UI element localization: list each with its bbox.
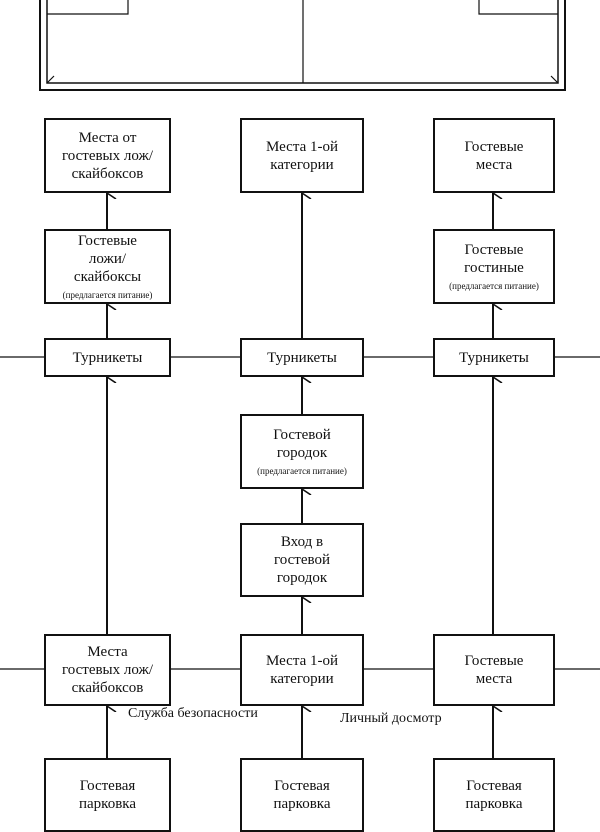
box-turnstile-2: Турникеты (240, 338, 364, 377)
box-text: Места гостевых лож/ скайбоксов (61, 644, 154, 696)
box-lounges: Гостевые гостиные (предлагается питание) (433, 229, 555, 304)
stadium-frame (39, 0, 566, 91)
box-village-entry: Вход в гостевой городок (240, 523, 364, 597)
box-subtext: (предлагается питание) (62, 290, 153, 301)
box-text: Вход в гостевой городок (273, 534, 331, 586)
box-text: Гостевые ложи/ скайбоксы (73, 233, 142, 286)
box-subtext: (предлагается питание) (257, 466, 347, 477)
box-turnstile-1: Турникеты (44, 338, 171, 377)
box-guest-seats: Гостевые места (433, 118, 555, 193)
box-parking-2: Гостевая парковка (240, 758, 364, 832)
box-text: Турникеты (459, 349, 529, 366)
box-text: Гостевой городок (273, 427, 331, 462)
box-text: Гостевые места (464, 138, 524, 173)
box-turnstile-3: Турникеты (433, 338, 555, 377)
box-lodge-zone: Места гостевых лож/ скайбоксов (44, 634, 171, 706)
box-subtext: (предлагается питание) (449, 281, 539, 292)
box-lodge-seats: Места от гостевых лож/ скайбоксов (44, 118, 171, 193)
box-cat1-seats: Места 1-ой категории (240, 118, 364, 193)
box-text: Места 1-ой категории (266, 138, 338, 173)
box-parking-1: Гостевая парковка (44, 758, 171, 832)
box-text: Гостевая парковка (273, 778, 331, 812)
box-text: Гостевая парковка (465, 778, 523, 812)
box-lodges: Гостевые ложи/ скайбоксы (предлагается п… (44, 229, 171, 304)
box-text: Гостевая парковка (78, 778, 136, 812)
box-cat1-zone: Места 1-ой категории (240, 634, 364, 706)
box-guest-zone: Гостевые места (433, 634, 555, 706)
box-text: Места от гостевых лож/ скайбоксов (61, 129, 154, 182)
box-guest-village: Гостевой городок (предлагается питание) (240, 414, 364, 489)
box-text: Места 1-ой категории (266, 653, 338, 687)
label-security: Служба безопасности (128, 706, 258, 721)
label-personal-search: Личный досмотр (340, 711, 442, 726)
box-parking-3: Гостевая парковка (433, 758, 555, 832)
box-text: Гостевые места (464, 653, 524, 687)
box-text: Турникеты (72, 349, 143, 366)
box-text: Турникеты (267, 349, 337, 366)
box-text: Гостевые гостиные (464, 242, 524, 277)
